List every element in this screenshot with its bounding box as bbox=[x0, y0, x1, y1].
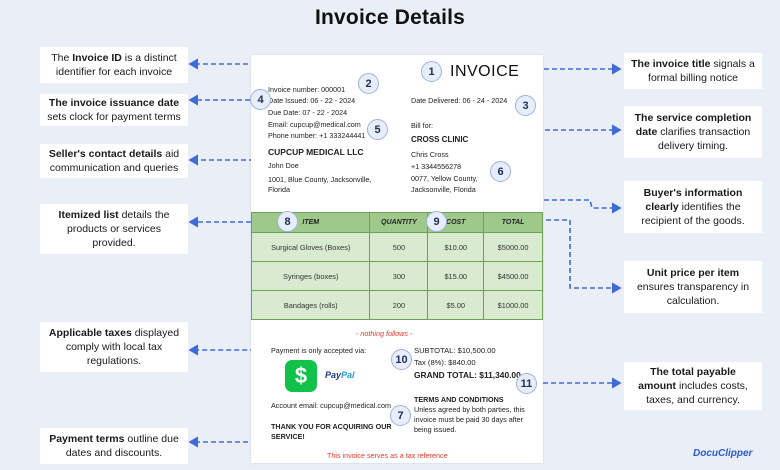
brand-logo: DocuClipper bbox=[693, 448, 753, 459]
date-issued: Date Issued: 06 - 22 - 2024 bbox=[268, 96, 356, 105]
paypal-logo-part1: Pay bbox=[325, 370, 342, 380]
note-issuance-date: The invoice issuance date sets clock for… bbox=[40, 94, 188, 126]
column-header-quantity: QUANTITY bbox=[369, 212, 429, 233]
callout-badge-10: 10 bbox=[391, 349, 412, 370]
seller-address-line2: Florida bbox=[268, 185, 290, 194]
table-row: Bandages (rolls) 200 $5.00 $1000.00 bbox=[250, 290, 543, 320]
cell-quantity: 300 bbox=[369, 261, 429, 291]
callout-badge-9: 9 bbox=[426, 211, 447, 232]
cell-cost: $5.00 bbox=[427, 290, 485, 320]
column-header-item: ITEM bbox=[250, 212, 371, 233]
note-seller-contact: Seller's contact details aid communicati… bbox=[40, 144, 188, 178]
seller-email: Email: cupcup@medical.com bbox=[268, 120, 361, 129]
cell-item: Bandages (rolls) bbox=[250, 290, 371, 320]
note-completion-date: The service completion date clarifies tr… bbox=[624, 106, 762, 158]
cashapp-logo-icon: $ bbox=[285, 360, 317, 392]
tax-line: Tax (8%): $840.00 bbox=[414, 358, 476, 367]
grand-total: GRAND TOTAL: $11,340.00 bbox=[414, 370, 521, 380]
cell-total: $4500.00 bbox=[483, 261, 543, 291]
callout-badge-11: 11 bbox=[516, 373, 537, 394]
nothing-follows: - nothing follows - bbox=[356, 329, 413, 338]
date-delivered: Date Delivered: 06 - 24 - 2024 bbox=[411, 96, 508, 105]
cell-cost: $15.00 bbox=[427, 261, 485, 291]
terms-line2: invoice must be paid 30 days after bbox=[414, 415, 524, 424]
cell-total: $5000.00 bbox=[483, 232, 543, 262]
terms-title: TERMS AND CONDITIONS bbox=[414, 395, 504, 404]
note-itemized-list: Itemized list details the products or se… bbox=[40, 204, 188, 254]
seller-contact: John Doe bbox=[268, 161, 299, 170]
page-title: Invoice Details bbox=[314, 6, 466, 29]
note-applicable-taxes: Applicable taxes displayed comply with l… bbox=[40, 322, 188, 372]
table-row: Syringes (boxes) 300 $15.00 $4500.00 bbox=[250, 261, 543, 291]
invoice-number: Invoice number: 000001 bbox=[268, 85, 346, 94]
cell-total: $1000.00 bbox=[483, 290, 543, 320]
invoice-heading: INVOICE bbox=[450, 63, 520, 80]
note-total-payable: The total payable amount includes costs,… bbox=[624, 362, 762, 410]
callout-badge-8: 8 bbox=[277, 211, 298, 232]
note-unit-price: Unit price per item ensures transparency… bbox=[624, 261, 762, 313]
cell-quantity: 200 bbox=[369, 290, 429, 320]
subtotal: SUBTOTAL: $10,500.00 bbox=[414, 346, 496, 355]
buyer-address-line1: 0077, Yellow County, bbox=[411, 174, 478, 183]
column-header-total: TOTAL bbox=[483, 212, 543, 233]
tax-reference-note: This invoice serves as a tax reference bbox=[327, 451, 448, 460]
buyer-address-line2: Jacksonville, Florida bbox=[411, 185, 476, 194]
buyer-contact: Chris Cross bbox=[411, 150, 449, 159]
seller-name: CUPCUP MEDICAL LLC bbox=[268, 147, 364, 157]
note-payment-terms: Payment terms outline due dates and disc… bbox=[40, 428, 188, 464]
thank-you-line2: SERVICE! bbox=[271, 432, 305, 441]
terms-line3: being issued. bbox=[414, 425, 457, 434]
note-invoice-title: The invoice title signals a formal billi… bbox=[624, 53, 762, 89]
callout-badge-4: 4 bbox=[250, 89, 271, 110]
bill-for-label: Bill for: bbox=[411, 121, 433, 130]
note-buyer-info: Buyer's information clearly identifies t… bbox=[624, 181, 762, 233]
payment-accepted-label: Payment is only accepted via: bbox=[271, 346, 367, 355]
callout-badge-1: 1 bbox=[421, 61, 442, 82]
invoice-document: INVOICE Invoice number: 000001 Date Issu… bbox=[250, 55, 543, 463]
callout-badge-3: 3 bbox=[515, 95, 536, 116]
cell-cost: $10.00 bbox=[427, 232, 485, 262]
cell-quantity: 500 bbox=[369, 232, 429, 262]
seller-phone: Phone number: +1 333244441 bbox=[268, 131, 366, 140]
thank-you-line1: THANK YOU FOR ACQUIRING OUR bbox=[271, 422, 392, 431]
callout-badge-7: 7 bbox=[390, 405, 411, 426]
buyer-name: CROSS CLINIC bbox=[411, 135, 469, 144]
seller-address-line1: 1001, Blue County, Jacksonville, bbox=[268, 175, 372, 184]
account-email: Account email: cupcup@medical.com bbox=[271, 401, 391, 410]
paypal-logo-icon: PayPal bbox=[325, 370, 355, 380]
table-row: Surgical Gloves (Boxes) 500 $10.00 $5000… bbox=[250, 232, 543, 262]
buyer-phone: +1 3344556278 bbox=[411, 162, 462, 171]
callout-badge-5: 5 bbox=[367, 119, 388, 140]
callout-badge-6: 6 bbox=[490, 161, 511, 182]
terms-line1: Unless agreed by both parties, this bbox=[414, 405, 525, 414]
cell-item: Surgical Gloves (Boxes) bbox=[250, 232, 371, 262]
note-invoice-id: The Invoice ID is a distinct identifier … bbox=[40, 47, 188, 83]
due-date: Due Date: 07 - 22 - 2024 bbox=[268, 108, 348, 117]
paypal-logo-part2: Pal bbox=[341, 370, 355, 380]
callout-badge-2: 2 bbox=[358, 73, 379, 94]
cell-item: Syringes (boxes) bbox=[250, 261, 371, 291]
